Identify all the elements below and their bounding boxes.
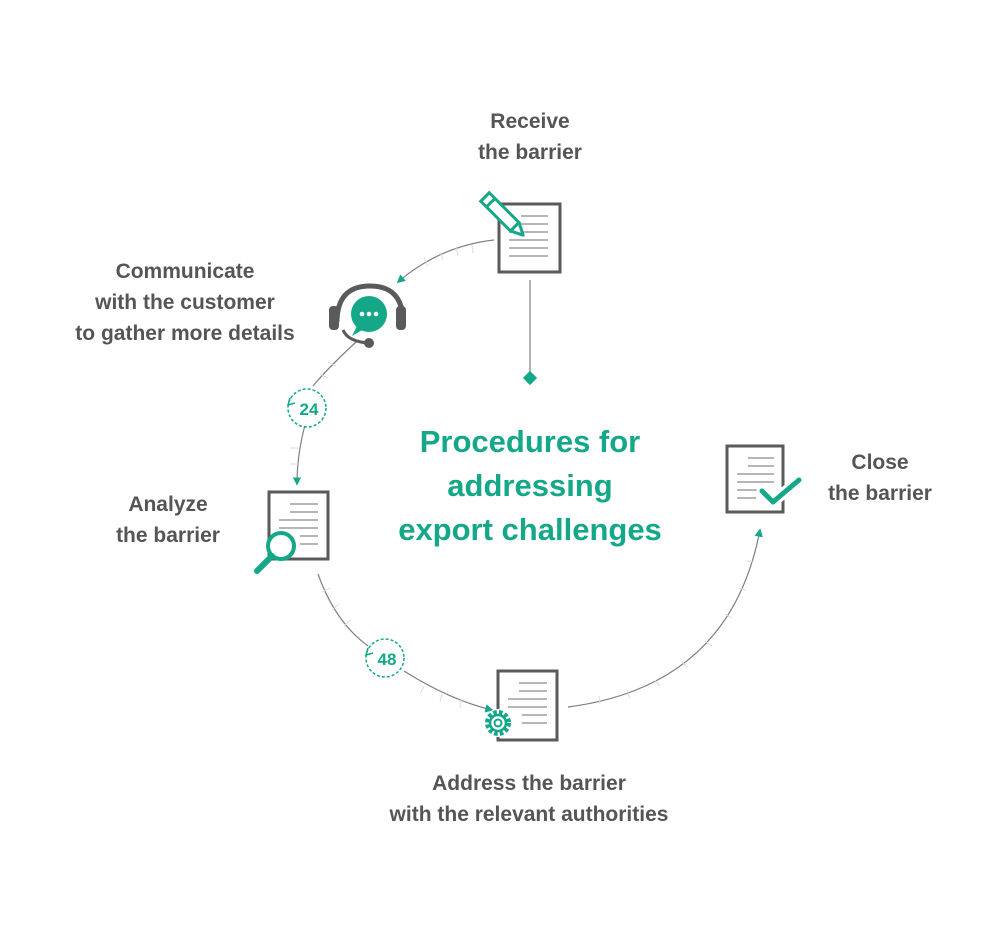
document-magnifier-icon — [254, 490, 330, 574]
headset-chat-icon — [329, 283, 406, 348]
connector-timer-48-to-address — [403, 670, 494, 713]
timer-24-label: 24 — [300, 400, 319, 419]
connector-analyze-to-timer-48 — [317, 573, 369, 647]
step-label-receive: Receive the barrier — [478, 110, 582, 164]
connector-address-to-close — [567, 528, 763, 708]
step-label-analyze: Analyze the barrier — [116, 493, 220, 547]
cycle-tick-marks — [290, 244, 755, 709]
step-label-address: Address the barrier with the relevant au… — [389, 772, 669, 826]
document-pencil-icon — [478, 190, 562, 274]
step-label-communicate: Communicate with the customer to gather … — [75, 260, 295, 345]
connector-receive-to-communicate — [396, 239, 495, 284]
center-diamond-marker — [522, 370, 538, 386]
timer-48-badge — [364, 638, 405, 678]
connector-timer-24-to-analyze — [292, 424, 306, 486]
document-check-icon — [725, 444, 805, 514]
step-label-close: Close the barrier — [828, 451, 932, 505]
timer-24-badge — [286, 388, 327, 428]
diagram-title: Procedures for addressing export challen… — [398, 424, 662, 547]
connector-communicate-to-timer-24 — [312, 341, 357, 387]
document-gear-icon — [484, 669, 559, 742]
timer-48-label: 48 — [378, 650, 397, 669]
